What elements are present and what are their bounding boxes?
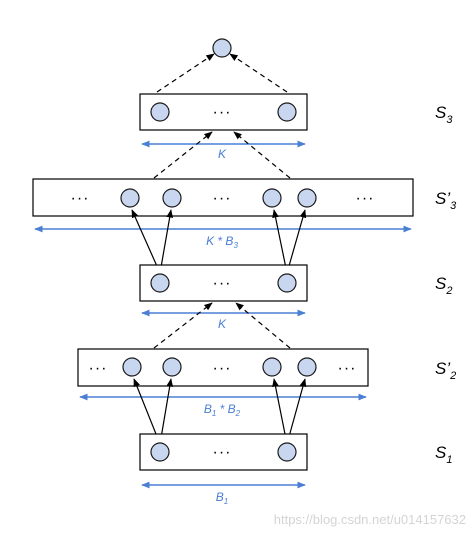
dashed-arrow-s3p-to-s3-left — [153, 131, 213, 179]
s2-prime-node-1 — [122, 357, 142, 377]
stage-label-s1: S1 — [435, 443, 452, 466]
s2-prime-node-3 — [262, 357, 282, 377]
s2-box: ··· — [139, 264, 308, 302]
s2-ellipsis: ··· — [213, 275, 232, 292]
width-label-k-b3: K * B3 — [206, 234, 238, 250]
dashed-arrow-s2p-to-s2-left — [153, 302, 213, 349]
width-label-k-top: K — [218, 147, 227, 161]
dashed-arrow-s3-left-to-top — [156, 53, 215, 93]
width-label-b1: B1 — [216, 490, 228, 506]
s1-ellipsis: ··· — [213, 444, 232, 461]
s3-prime-ellipsis-left: ··· — [71, 190, 90, 207]
s3-prime-node-3 — [262, 188, 282, 208]
s3-prime-node-4 — [297, 188, 317, 208]
stage-label-s2: S2 — [435, 274, 452, 297]
arrow-s2-left-to-s3p-1 — [131, 209, 161, 274]
s3-node-right — [277, 102, 297, 122]
stage-label-s2-prime: S’2 — [435, 359, 456, 382]
output-node — [212, 38, 232, 58]
s3-prime-node-2 — [162, 188, 182, 208]
s2-prime-node-2 — [162, 357, 182, 377]
s2-prime-node-4 — [297, 357, 317, 377]
s3-prime-box: ··· ··· ··· — [32, 178, 414, 217]
s3-prime-ellipsis-right: ··· — [356, 190, 375, 207]
watermark: https://blog.csdn.net/u014157632 — [274, 512, 466, 527]
s3-box: ··· — [139, 93, 308, 131]
s2-node-right — [277, 273, 297, 293]
arrow-s1-right-to-s2p-4 — [286, 378, 307, 445]
stage-label-s3-prime: S’3 — [435, 189, 457, 212]
s3-node-left — [150, 102, 170, 122]
s2-prime-ellipsis-right: ··· — [338, 360, 357, 377]
s3-prime-ellipsis-mid: ··· — [213, 190, 232, 207]
arrow-s1-left-to-s2p-2 — [159, 378, 174, 445]
arrow-s2-right-to-s3p-4 — [286, 209, 307, 274]
s3-prime-node-1 — [120, 188, 140, 208]
arrow-s2-left-to-s3p-2 — [159, 209, 174, 274]
s2-prime-ellipsis-left: ··· — [89, 360, 108, 377]
dashed-arrow-s2p-to-s2-right — [235, 302, 291, 349]
s1-node-left — [150, 442, 170, 462]
dashed-arrow-s3-right-to-top — [229, 53, 288, 93]
dashed-arrow-s3p-to-s3-right — [233, 131, 291, 179]
s2-node-left — [150, 273, 170, 293]
width-label-b1-b2: B1 * B2 — [204, 402, 241, 418]
arrow-s1-left-to-s2p-1 — [133, 378, 161, 445]
s2-prime-box: ··· ··· ··· — [77, 348, 369, 387]
stage-label-s3: S3 — [435, 103, 453, 126]
s2-prime-ellipsis-mid: ··· — [213, 360, 232, 377]
s3-ellipsis: ··· — [213, 104, 232, 121]
s1-node-right — [277, 442, 297, 462]
width-label-k-mid: K — [218, 317, 227, 331]
arrow-s2-right-to-s3p-3 — [272, 209, 288, 274]
s1-box: ··· — [139, 433, 308, 471]
arrow-s1-right-to-s2p-3 — [272, 378, 288, 445]
